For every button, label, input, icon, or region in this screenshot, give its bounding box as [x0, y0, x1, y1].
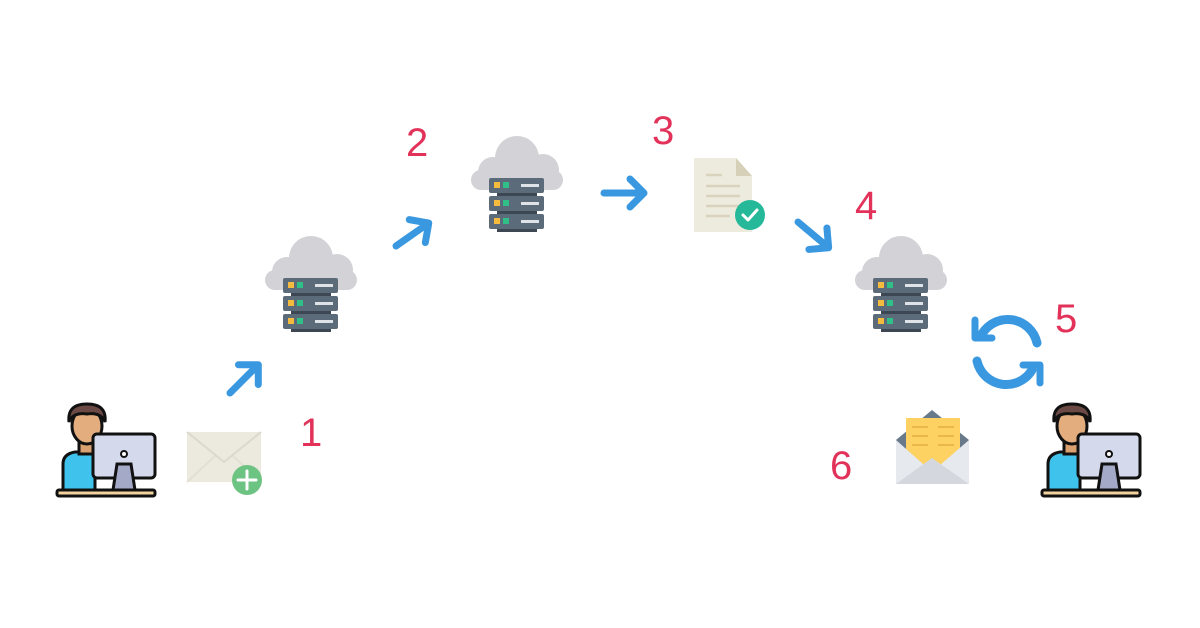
cloud-server-icon [471, 136, 563, 232]
new-email-icon [186, 431, 262, 495]
document-check-icon [694, 158, 765, 232]
open-email-icon [896, 410, 969, 484]
sync-icon [971, 314, 1044, 390]
step-number-2: 2 [406, 121, 428, 165]
arrow-icon [789, 211, 838, 258]
step-number-4: 4 [855, 184, 877, 228]
arrow-icon [604, 179, 644, 207]
cloud-server-icon [855, 236, 947, 332]
step-number-3: 3 [652, 109, 674, 153]
step-number-1: 1 [300, 411, 322, 455]
step-number-5: 5 [1055, 297, 1077, 341]
recipient-user-icon [1040, 402, 1142, 498]
arrow-icon [220, 355, 268, 403]
step-number-6: 6 [830, 444, 852, 488]
sender-user-icon [55, 402, 157, 498]
cloud-server-icon [265, 236, 357, 332]
check-icon [735, 200, 765, 230]
arrow-icon [388, 212, 437, 258]
